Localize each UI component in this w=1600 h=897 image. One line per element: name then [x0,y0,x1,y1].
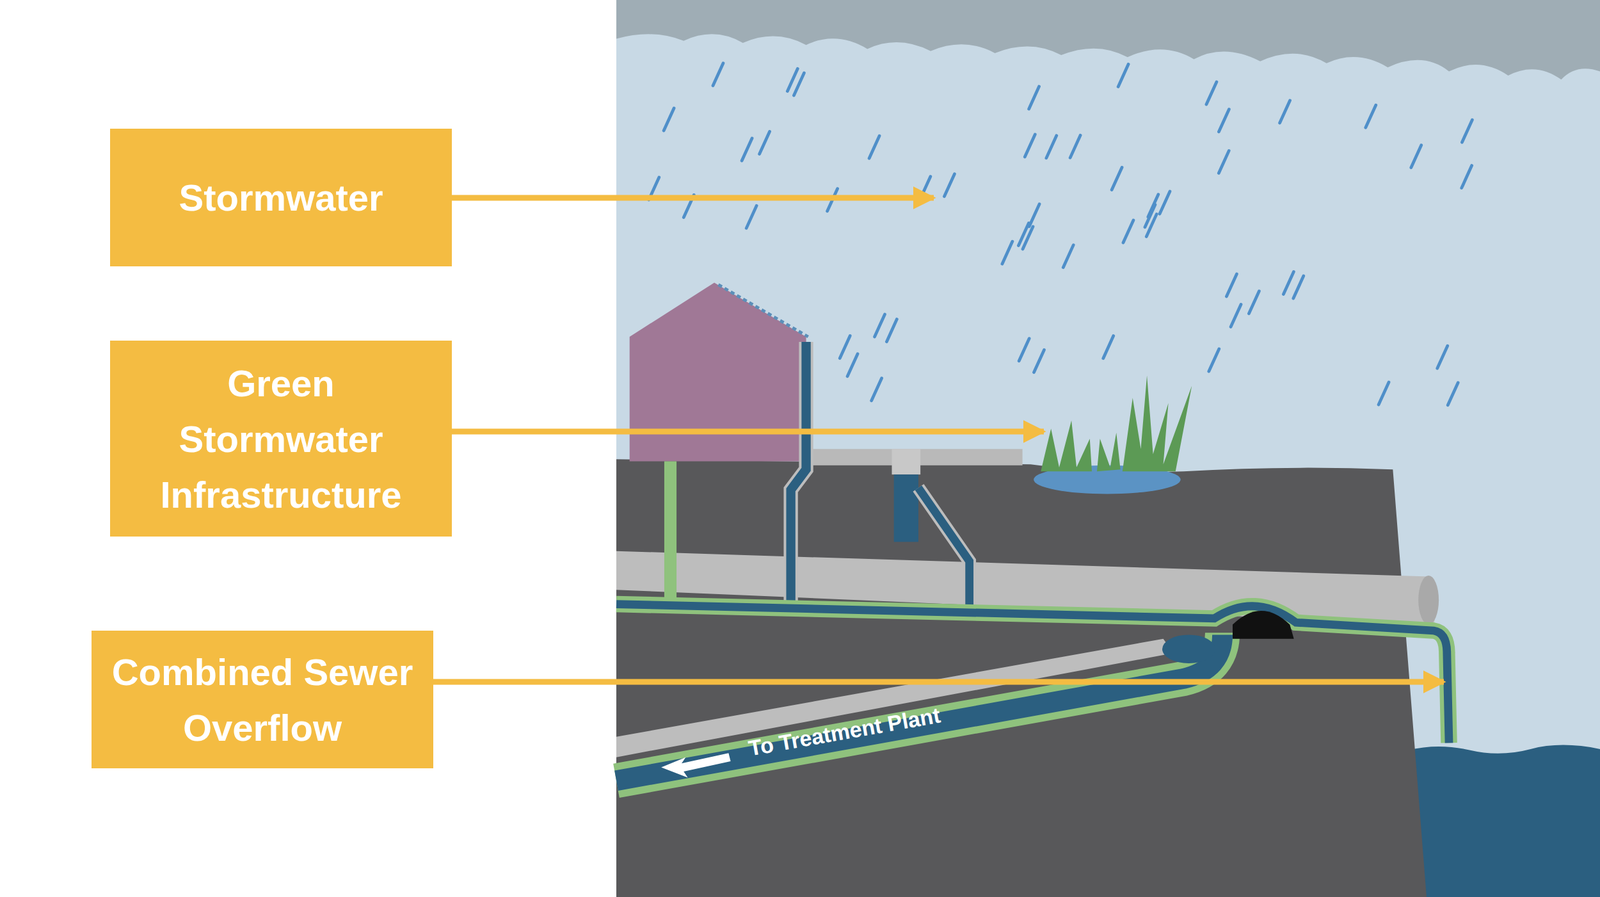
flow-arrow [661,752,731,777]
rain-drop [1018,338,1030,361]
box-label: Stormwater [178,169,383,226]
rain-drop [1283,271,1294,294]
rain-drop [1218,150,1229,173]
label-box: Combined Sewer Overflow [91,630,434,768]
rain-drop [886,319,897,342]
label-box: Green Stormwater Infrastructure [110,340,452,537]
overflow-weir [1232,610,1295,639]
downspout [791,341,807,605]
rain-drop [847,353,858,377]
rain-drop [1024,134,1035,157]
rain-drop [871,378,882,401]
box-label: Combined Sewer Overflow [106,643,418,756]
rain-drop [1118,64,1129,87]
rain-drop [874,314,886,337]
rain-drop [1002,241,1013,264]
rain-drop [1365,104,1376,128]
inlet [894,474,919,542]
rain-drop [1378,382,1389,405]
rain-drop [1218,109,1229,132]
rain-drop [663,108,674,131]
rain-drop [1280,100,1291,123]
rain-drop [1248,291,1259,314]
rain-drop [1206,81,1217,105]
leader-line [433,679,1444,685]
regulator [1162,634,1216,664]
rain-drop [869,135,880,159]
rain-drop [1159,191,1170,214]
rain-drop [1208,348,1220,372]
rain-drop [839,336,850,359]
rain-drop [787,68,798,91]
rain-drop [1070,135,1081,158]
rain-drop [1293,275,1304,299]
roof-runoff [718,284,808,337]
rain-drop [1034,349,1045,372]
combined-sewer [616,604,1449,744]
rain-drop [1029,86,1040,109]
rain-drop [1123,220,1134,243]
label-box: Stormwater [110,128,452,267]
combined-sewer-outline [616,604,1449,744]
rain-drop [1461,165,1472,189]
rain-drop [1447,382,1458,406]
rain-drop [759,131,770,154]
rain-drop [1111,167,1122,190]
inlet-grate [891,448,921,475]
sanitary-lateral [664,460,677,604]
rain-drop [1063,245,1074,268]
pipe-end [1418,575,1439,625]
rain-drop [741,138,752,161]
rain-drop [1461,119,1472,143]
rain-drop [944,174,955,197]
leader-line [451,428,1044,435]
downspout-outline [791,341,807,605]
rain-drop [1411,145,1422,168]
interceptor-outline [616,632,1223,781]
rain-drop [1226,273,1237,297]
interceptor [616,634,1223,781]
house [629,282,807,461]
box-label: Green Stormwater Infrastructure [125,355,437,523]
sky [616,0,1600,897]
rain-drop [1029,204,1040,227]
rain-drop [1046,135,1057,159]
rain-drop [746,205,757,228]
inlet-pipe [918,487,970,607]
leader-line [451,195,934,201]
ground [616,458,1427,897]
cloud [616,0,1600,80]
rain-drop [1103,336,1114,359]
plants [1040,375,1192,472]
inlet-pipe-outline [918,487,970,607]
rain-drop [1230,304,1241,327]
rain-drop [1146,213,1157,237]
rain-drop [1437,345,1448,368]
rain-drop [1018,222,1029,246]
rain-drop [712,63,724,86]
river [1408,744,1600,897]
